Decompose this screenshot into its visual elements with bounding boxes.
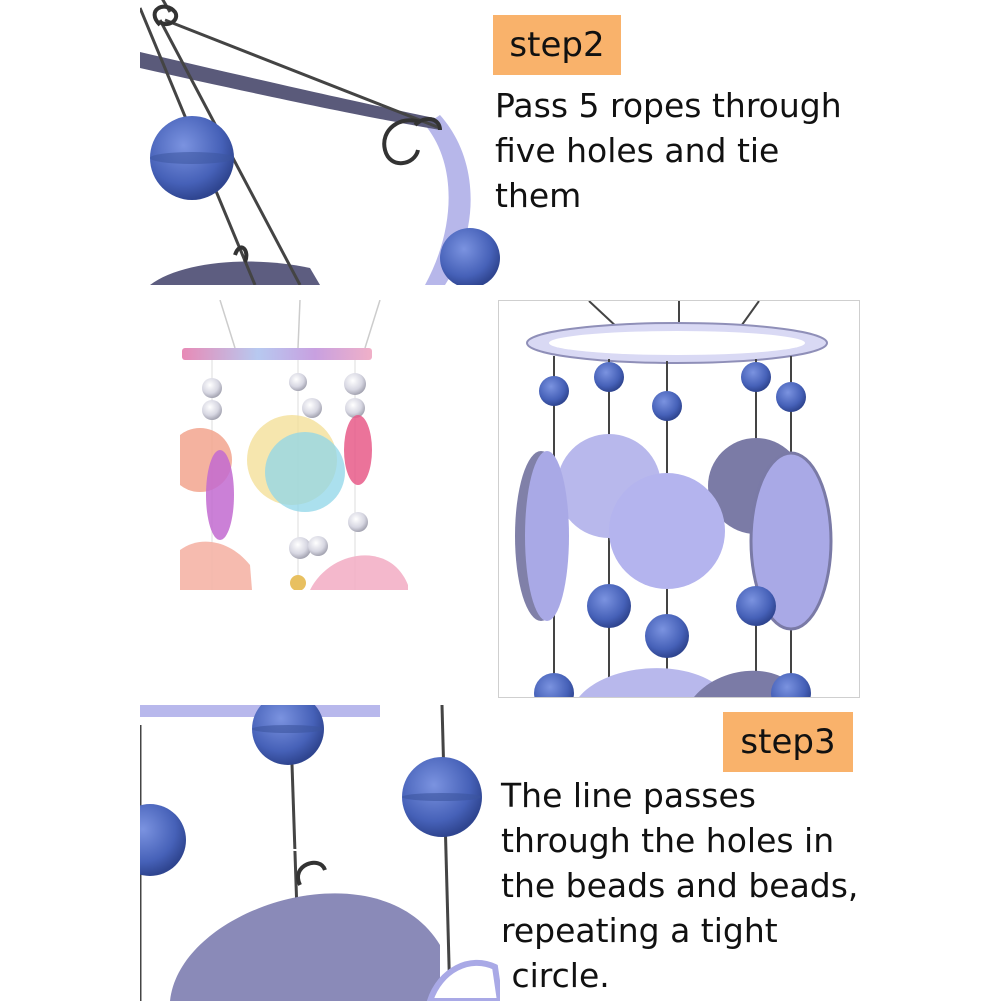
step3-caption-line: repeating a tight <box>501 911 778 950</box>
step2-caption-line: them <box>495 176 582 215</box>
step2-tag: step2 <box>493 15 621 75</box>
step3-caption-line: circle. <box>501 956 610 995</box>
step3-caption-line: the beads and beads, <box>501 866 859 905</box>
lavender-wind-chime-render <box>515 301 833 697</box>
step2-caption: Pass 5 ropes through five holes and tie … <box>495 83 842 218</box>
step3-caption-line: through the holes in <box>501 821 835 860</box>
step2-caption-line: Pass 5 ropes through <box>495 86 842 125</box>
step2-caption-line: five holes and tie <box>495 131 780 170</box>
step3-caption-line: The line passes <box>501 776 756 815</box>
step3-caption: The line passes through the holes in the… <box>501 773 858 998</box>
lavender-chime-render-frame <box>498 300 860 698</box>
colorful-wind-chime-photo <box>180 300 408 590</box>
step3-tag: step3 <box>723 712 853 772</box>
step2-ring-closeup-illustration <box>140 0 500 285</box>
step3-beads-closeup-illustration <box>140 705 500 1001</box>
